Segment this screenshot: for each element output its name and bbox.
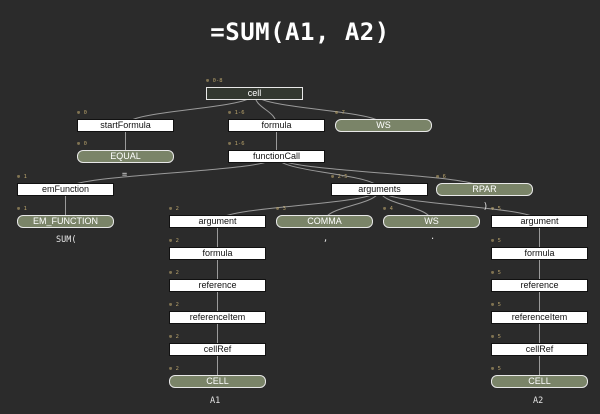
range-label-start-formula: ⊕ 0	[77, 110, 87, 116]
node-reference-a[interactable]: reference	[169, 279, 266, 292]
range-label-reference-item-b: ⊕ 5	[491, 302, 501, 308]
node-cell-token-b[interactable]: CELL	[491, 375, 588, 388]
node-arguments[interactable]: arguments	[331, 183, 428, 196]
node-start-formula[interactable]: startFormula	[77, 119, 174, 132]
node-rpar-token[interactable]: RPAR	[436, 183, 533, 196]
node-ws-token-2[interactable]: WS	[383, 215, 480, 228]
range-label-arguments: ⊕ 2-5	[331, 174, 348, 180]
formula-title: =SUM(A1, A2)	[210, 18, 390, 46]
range-label-em-function-token: ⊕ 1	[17, 206, 27, 212]
node-reference-item-a[interactable]: referenceItem	[169, 311, 266, 324]
range-label-reference-a: ⊕ 2	[169, 270, 179, 276]
range-label-reference-item-a: ⊕ 2	[169, 302, 179, 308]
node-ws-token[interactable]: WS	[335, 119, 432, 132]
node-formula-b[interactable]: formula	[491, 247, 588, 260]
range-label-comma: ⊕ 3	[276, 206, 286, 212]
node-formula-a[interactable]: formula	[169, 247, 266, 260]
range-label-cell-token-a: ⊕ 2	[169, 366, 179, 372]
token-text-equal: =	[122, 170, 128, 180]
range-label-em-function: ⊕ 1	[17, 174, 27, 180]
token-text-cell-b: A2	[533, 396, 544, 406]
range-label-function-call: ⊕ 1-6	[228, 141, 245, 147]
range-label-formula: ⊕ 1-6	[228, 110, 245, 116]
node-cell-ref-a[interactable]: cellRef	[169, 343, 266, 356]
node-argument-2[interactable]: argument	[491, 215, 588, 228]
node-em-function-token[interactable]: EM_FUNCTION	[17, 215, 114, 228]
range-label-reference-b: ⊕ 5	[491, 270, 501, 276]
range-label-equal: ⊕ 0	[77, 141, 87, 147]
node-argument-1[interactable]: argument	[169, 215, 266, 228]
range-label-ws7: ⊕ 7	[335, 110, 345, 116]
range-label-formula-a: ⊕ 2	[169, 238, 179, 244]
token-text-cell-a: A1	[210, 396, 221, 406]
range-label-cell-ref-a: ⊕ 2	[169, 334, 179, 340]
node-em-function[interactable]: emFunction	[17, 183, 114, 196]
node-cell[interactable]: cell	[206, 87, 303, 100]
range-label-cell: ⊕ 0-8	[206, 78, 223, 84]
range-label-formula-b: ⊕ 5	[491, 238, 501, 244]
node-formula[interactable]: formula	[228, 119, 325, 132]
range-label-rpar: ⊕ 6	[436, 174, 446, 180]
node-comma-token[interactable]: COMMA	[276, 215, 373, 228]
token-text-em-function: SUM(	[56, 235, 77, 245]
token-text-rpar: )	[483, 202, 489, 212]
range-label-cell-token-b: ⊕ 5	[491, 366, 501, 372]
node-reference-item-b[interactable]: referenceItem	[491, 311, 588, 324]
token-text-comma: ,	[323, 234, 329, 244]
range-label-argument-1: ⊕ 2	[169, 206, 179, 212]
token-text-ws: .	[430, 232, 436, 242]
range-label-argument-2: ⊕ 5	[491, 206, 501, 212]
node-cell-ref-b[interactable]: cellRef	[491, 343, 588, 356]
node-equal-token[interactable]: EQUAL	[77, 150, 174, 163]
range-label-ws4: ⊕ 4	[383, 206, 393, 212]
node-function-call[interactable]: functionCall	[228, 150, 325, 163]
range-label-cell-ref-b: ⊕ 5	[491, 334, 501, 340]
node-cell-token-a[interactable]: CELL	[169, 375, 266, 388]
node-reference-b[interactable]: reference	[491, 279, 588, 292]
